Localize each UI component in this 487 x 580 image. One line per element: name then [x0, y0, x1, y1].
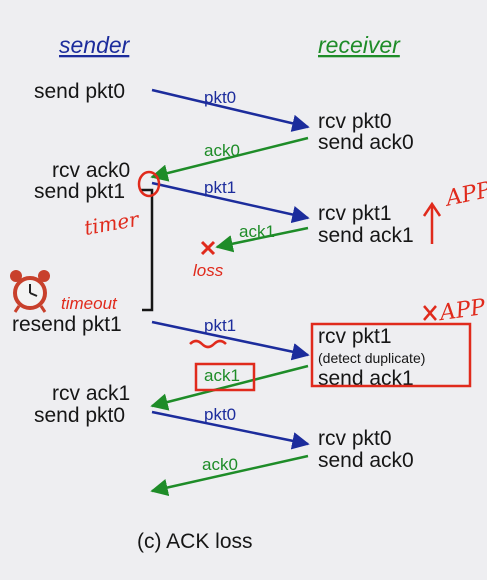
receiver-event: send ack0 [318, 131, 414, 154]
sender-event: send pkt0 [34, 80, 125, 103]
receiver-event: send ack0 [318, 449, 414, 472]
message-label: ack1 [239, 222, 275, 241]
app-note-top: APP [442, 177, 487, 212]
message-label: pkt0 [204, 405, 236, 424]
up-arrow-icon [422, 201, 442, 244]
sender-event: resend pkt1 [12, 313, 122, 336]
receiver-event: send ack1 [318, 224, 414, 247]
message-arrow-ack1-lost [215, 226, 309, 253]
message-arrow-ack0 [150, 136, 309, 182]
message-arrow-ack0-2 [150, 454, 309, 497]
message-label: ack0 [204, 141, 240, 160]
sender-event: rcv ack0 [52, 159, 130, 182]
duplicate-highlight-box [310, 322, 472, 388]
sender-header: sender [59, 32, 131, 58]
message-label: ack0 [202, 455, 238, 474]
sender-event: send pkt1 [34, 180, 125, 203]
loss-x-icon [200, 240, 216, 256]
alarm-clock-icon [10, 270, 50, 313]
sender-event: rcv ack1 [52, 382, 130, 405]
diagram-caption: (c) ACK loss [137, 530, 253, 553]
message-label: pkt1 [204, 316, 236, 335]
receiver-event: rcv pkt0 [318, 427, 392, 450]
receiver-header: receiver [318, 32, 401, 58]
receiver-event: rcv pkt1 [318, 202, 392, 225]
timer-bracket [140, 188, 154, 312]
message-arrow-pkt0-2 [151, 410, 310, 450]
message-label: ack1 [204, 366, 240, 385]
message-arrow-pkt1 [151, 181, 310, 224]
receiver-event: rcv pkt0 [318, 110, 392, 133]
sender-event: send pkt0 [34, 404, 125, 427]
timeout-label: timeout [61, 294, 118, 313]
cross-mark-icon [423, 305, 437, 321]
receiver-event: send ack1 [318, 367, 414, 390]
message-label: pkt0 [204, 88, 236, 107]
timer-note: timer [82, 207, 142, 240]
ack1-highlight-box [194, 362, 256, 392]
message-arrow-pkt1-resend [151, 320, 310, 361]
message-arrow-ack1 [150, 364, 309, 411]
scribble-mark [189, 339, 227, 349]
receiver-event: rcv pkt1 [318, 325, 392, 348]
loss-label: loss [193, 261, 224, 280]
message-label: pkt1 [204, 178, 236, 197]
app-note-bottom: APP [436, 295, 487, 327]
timer-start-circle [137, 170, 161, 198]
message-arrow-pkt0 [151, 88, 310, 132]
receiver-event: (detect duplicate) [318, 350, 425, 366]
